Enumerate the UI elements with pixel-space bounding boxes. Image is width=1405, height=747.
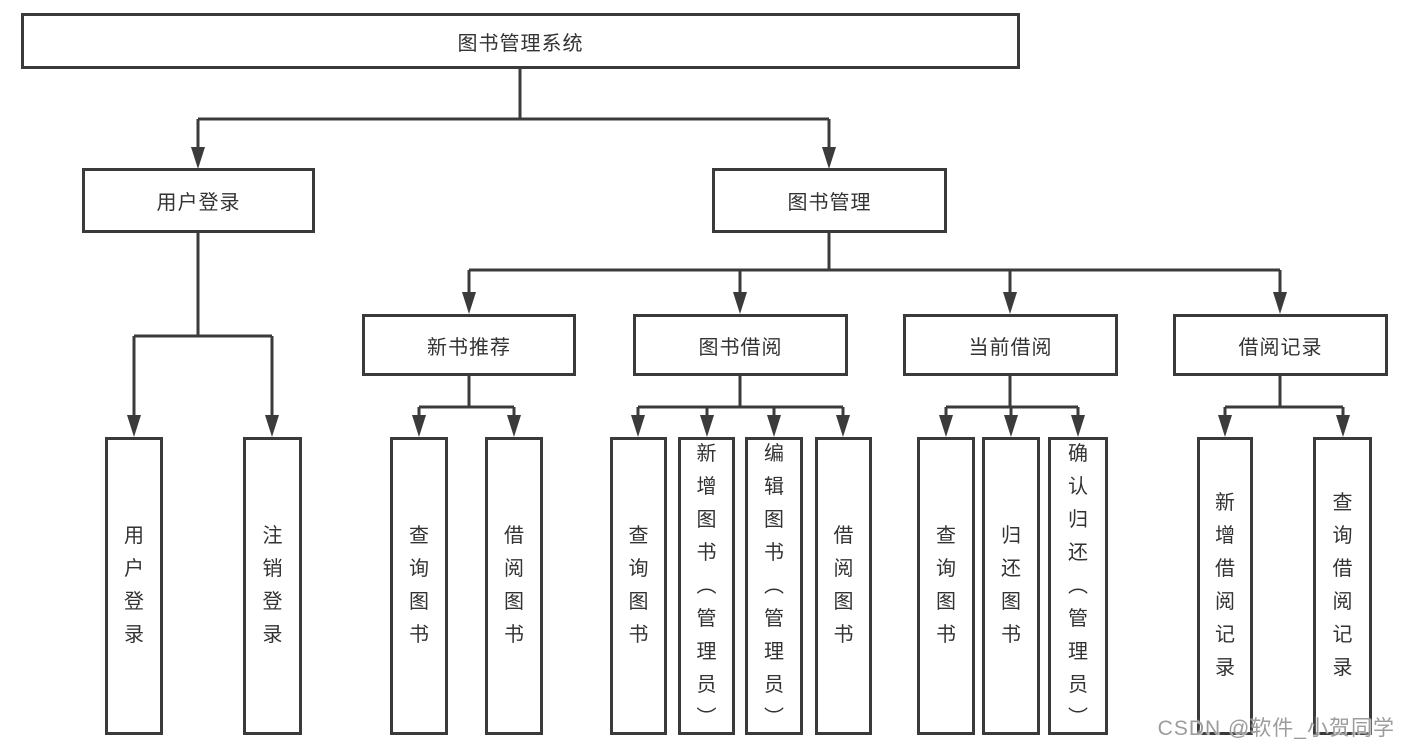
leaf-return-books: 归还图书 <box>982 437 1040 735</box>
node-library-system: 图书管理系统 <box>21 13 1020 69</box>
node-book-borrowing: 图书借阅 <box>633 314 848 376</box>
leaf-edit-book-admin: 编辑图书︵管理员︶ <box>745 437 803 735</box>
leaf-return-books-label: 归还图书 <box>1001 525 1021 646</box>
leaf-query-borrow-record-label: 查询借阅记录 <box>1332 492 1353 679</box>
leaf-confirm-return-admin: 确认归还︵管理员︶ <box>1048 437 1108 735</box>
leaf-add-book-admin: 新增图书︵管理员︶ <box>678 437 735 735</box>
leaf-borrow-books-recommend: 借阅图书 <box>485 437 543 735</box>
leaf-add-book-admin-label: 新增图书︵管理员︶ <box>696 442 717 729</box>
leaf-edit-book-admin-label: 编辑图书︵管理员︶ <box>764 442 784 729</box>
leaf-user-login: 用户登录 <box>105 437 163 735</box>
leaf-confirm-return-admin-label: 确认归还︵管理员︶ <box>1068 442 1088 729</box>
leaf-query-borrow-record: 查询借阅记录 <box>1313 437 1372 735</box>
node-borrowing-records: 借阅记录 <box>1173 314 1388 376</box>
leaf-add-borrow-record-label: 新增借阅记录 <box>1215 492 1235 679</box>
leaf-query-books-recommend: 查询图书 <box>390 437 448 735</box>
leaf-query-books-borrowing: 查询图书 <box>610 437 667 735</box>
node-new-book-recommendation: 新书推荐 <box>362 314 576 376</box>
leaf-logout-label: 注销登录 <box>262 525 283 646</box>
leaf-query-books-current: 查询图书 <box>917 437 975 735</box>
leaf-borrow-books-borrowing: 借阅图书 <box>815 437 872 735</box>
node-current-borrowing: 当前借阅 <box>903 314 1118 376</box>
leaf-user-login-label: 用户登录 <box>124 525 144 646</box>
node-user-login: 用户登录 <box>82 168 315 233</box>
node-book-management: 图书管理 <box>712 168 947 233</box>
leaf-query-books-recommend-label: 查询图书 <box>409 525 429 646</box>
leaf-query-books-borrowing-label: 查询图书 <box>628 525 649 646</box>
csdn-watermark: CSDN @软件_小贺同学 <box>1157 717 1395 740</box>
leaf-borrow-books-borrowing-label: 借阅图书 <box>833 525 854 646</box>
leaf-query-books-current-label: 查询图书 <box>936 525 956 646</box>
leaf-logout: 注销登录 <box>243 437 302 735</box>
leaf-add-borrow-record: 新增借阅记录 <box>1197 437 1253 735</box>
leaf-borrow-books-recommend-label: 借阅图书 <box>504 525 524 646</box>
